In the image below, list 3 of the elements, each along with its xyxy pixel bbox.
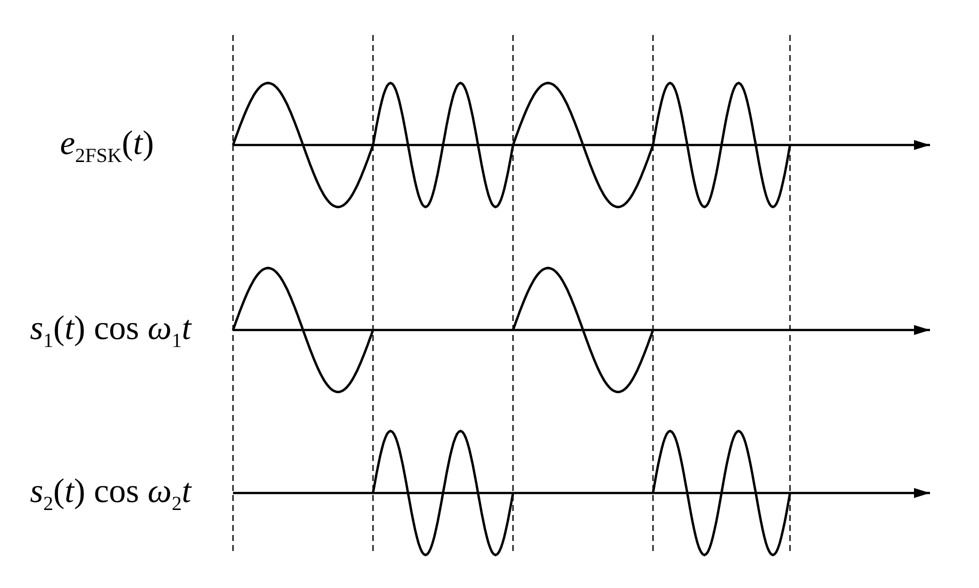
signal-label: s$_{1}$(t) cos ω$_{1}$t <box>30 312 192 351</box>
signal-label: e$_{2FSK}$(t) <box>60 127 154 166</box>
signal-label: s$_{2}$(t) cos ω$_{2}$t <box>30 475 192 514</box>
